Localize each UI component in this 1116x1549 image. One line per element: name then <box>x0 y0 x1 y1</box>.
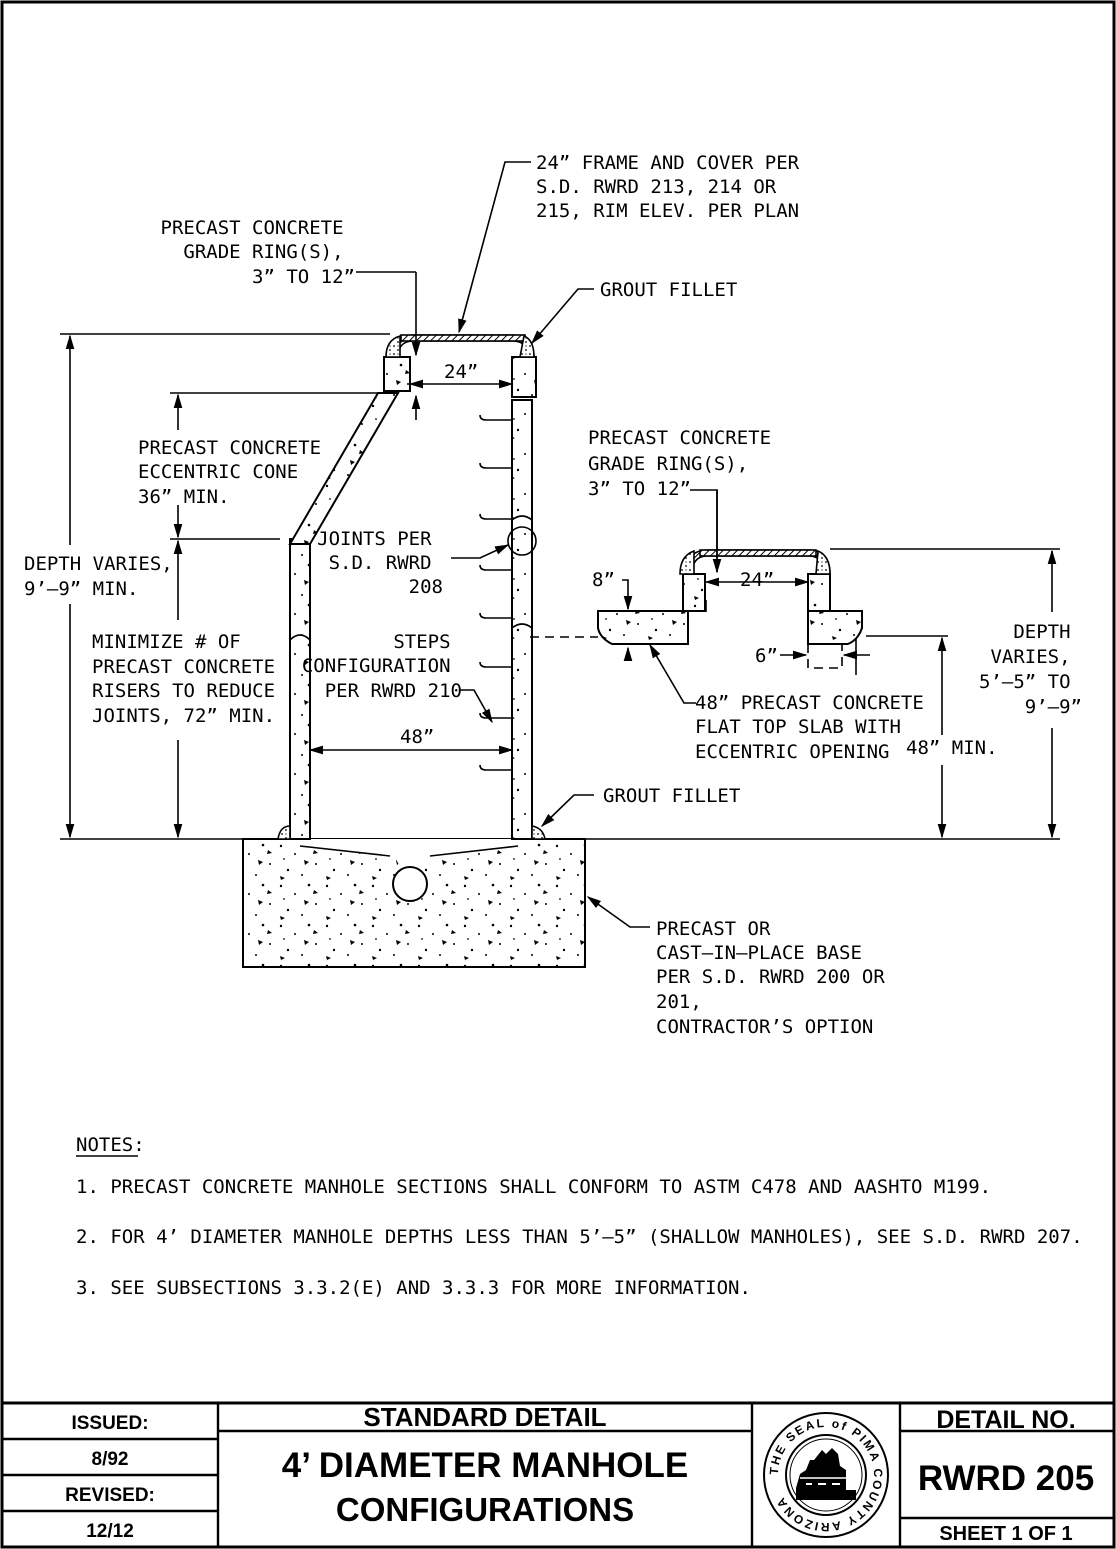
sheet-number: SHEET 1 OF 1 <box>939 1523 1072 1545</box>
label-dim-8: 8” <box>592 569 615 591</box>
label-base: PRECAST OR CAST–IN–PLACE BASE PER S.D. R… <box>656 918 896 1038</box>
label-dim-24-right: 24” <box>740 569 774 591</box>
flat-top-slab-right <box>807 610 863 645</box>
issued-date: 8/92 <box>92 1449 129 1470</box>
drawing-title-line2: CONFIGURATIONS <box>336 1491 634 1528</box>
grout-fillet-bottom-left <box>277 825 291 840</box>
label-frame-cover: 24” FRAME AND COVER PER S.D. RWRD 213, 2… <box>536 152 811 222</box>
grout-fillet-bottom-right <box>531 825 546 840</box>
label-grout-fillet-top: GROUT FILLET <box>600 279 737 301</box>
detail-number: RWRD 205 <box>918 1459 1094 1498</box>
label-minimize-risers: MINIMIZE # OF PRECAST CONCRETE RISERS TO… <box>92 631 286 727</box>
title-block: ISSUED: 8/92 REVISED: 12/12 STANDARD DET… <box>0 1401 1116 1549</box>
label-depth-left: DEPTH VARIES, 9’–9” MIN. <box>24 553 184 600</box>
label-grade-ring-right: PRECAST CONCRETE GRADE RING(S), 3” TO 12… <box>588 427 782 500</box>
revised-date: 12/12 <box>86 1521 134 1542</box>
label-dim-24-left: 24” <box>444 361 478 383</box>
slab-grade-ring-left <box>682 573 706 612</box>
joint-callout-circle <box>507 526 537 556</box>
label-depth-right: DEPTH VARIES, 5’–5” TO 9’–9” <box>979 621 1082 718</box>
drawing-title-line1: 4’ DIAMETER MANHOLE <box>282 1446 688 1485</box>
label-dim-6: 6” <box>755 645 778 667</box>
label-grade-ring-left: PRECAST CONCRETE GRADE RING(S), 3” TO 12… <box>161 217 355 288</box>
note-2: 2. FOR 4’ DIAMETER MANHOLE DEPTHS LESS T… <box>76 1226 1083 1248</box>
flat-top-slab-left <box>597 610 689 645</box>
flat-top-slab-detail <box>530 489 1060 840</box>
label-steps: STEPS CONFIGURATION PER RWRD 210 <box>302 631 462 702</box>
riser-wall-right <box>511 399 533 840</box>
issued-label: ISSUED: <box>71 1413 148 1434</box>
eccentric-cone-wall <box>288 392 400 545</box>
grade-ring-right <box>511 356 537 398</box>
note-1: 1. PRECAST CONCRETE MANHOLE SECTIONS SHA… <box>76 1176 991 1198</box>
note-3: 3. SEE SUBSECTIONS 3.3.2(E) AND 3.3.3 FO… <box>76 1277 751 1299</box>
label-joints: JOINTS PER S.D. RWRD 208 <box>317 528 443 598</box>
label-grout-fillet-bottom: GROUT FILLET <box>603 785 740 807</box>
grade-ring-left <box>383 356 411 392</box>
label-min-48: 48” MIN. <box>906 737 998 759</box>
notes: NOTES: 1. PRECAST CONCRETE MANHOLE SECTI… <box>76 1134 1083 1299</box>
standard-detail-header: STANDARD DETAIL <box>363 1402 606 1432</box>
slab-grade-ring-right <box>807 573 831 612</box>
pima-county-seal: THE SEAL of PIMA COUNTY ARIZONA <box>763 1412 889 1538</box>
pipe-outlet <box>392 866 428 902</box>
main-manhole <box>60 161 650 968</box>
riser-wall-left <box>289 538 311 840</box>
label-eccentric-cone: PRECAST CONCRETE ECCENTRIC CONE 36” MIN. <box>138 437 332 508</box>
label-flat-top-slab: 48” PRECAST CONCRETE FLAT TOP SLAB WITH … <box>695 692 935 763</box>
notes-heading: NOTES: <box>76 1134 145 1156</box>
grout-fillet-top-right <box>519 334 535 358</box>
drawing-labels: 24” FRAME AND COVER PER S.D. RWRD 213, 2… <box>24 152 1082 1038</box>
grout-fillet-top-left <box>385 334 401 358</box>
manhole-steps <box>479 414 512 771</box>
detail-no-label: DETAIL NO. <box>936 1406 1075 1434</box>
label-dim-48: 48” <box>400 726 434 748</box>
revised-label: REVISED: <box>65 1485 155 1506</box>
